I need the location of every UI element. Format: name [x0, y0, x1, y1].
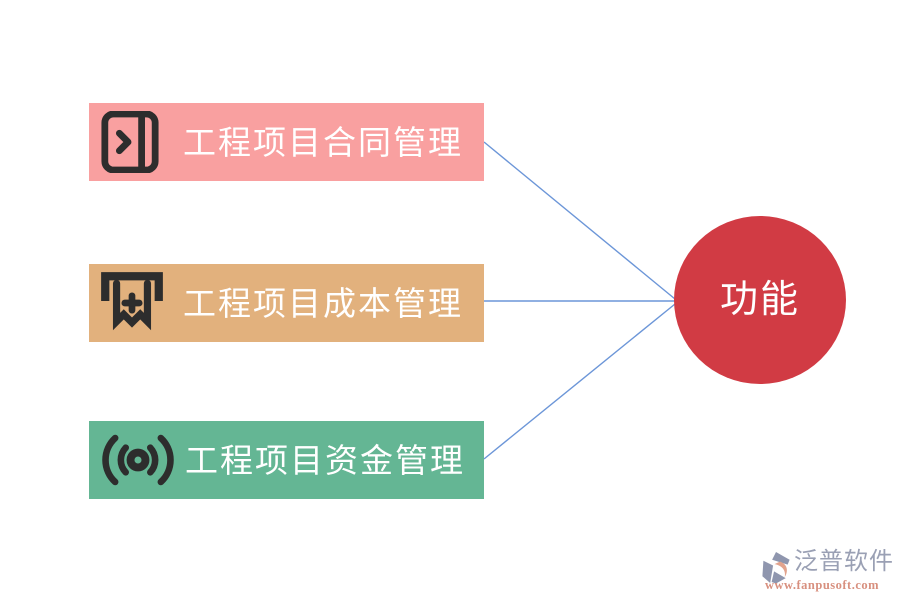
journal-arrow-icon	[101, 111, 159, 173]
hub-function-circle: 功能	[674, 216, 846, 384]
watermark-url: www.fanpusoft.com	[765, 578, 880, 592]
node-funds-management: 工程项目资金管理	[89, 421, 484, 499]
watermark-brand: 泛普软件	[794, 548, 894, 575]
connector-line-funds	[483, 303, 676, 460]
broadcast-icon	[102, 434, 174, 486]
node-cost-management: 工程项目成本管理	[89, 264, 484, 342]
node-label-contract: 工程项目合同管理	[183, 123, 463, 161]
node-label-funds: 工程项目资金管理	[185, 441, 465, 479]
fanpu-logo-icon	[762, 551, 790, 584]
node-contract-management: 工程项目合同管理	[89, 103, 484, 181]
node-label-cost: 工程项目成本管理	[183, 284, 463, 322]
connector-line-contract	[483, 141, 676, 300]
watermark: 泛普软件 www.fanpusoft.com	[758, 548, 900, 596]
hub-label: 功能	[719, 279, 800, 321]
receipt-icon	[101, 272, 163, 331]
